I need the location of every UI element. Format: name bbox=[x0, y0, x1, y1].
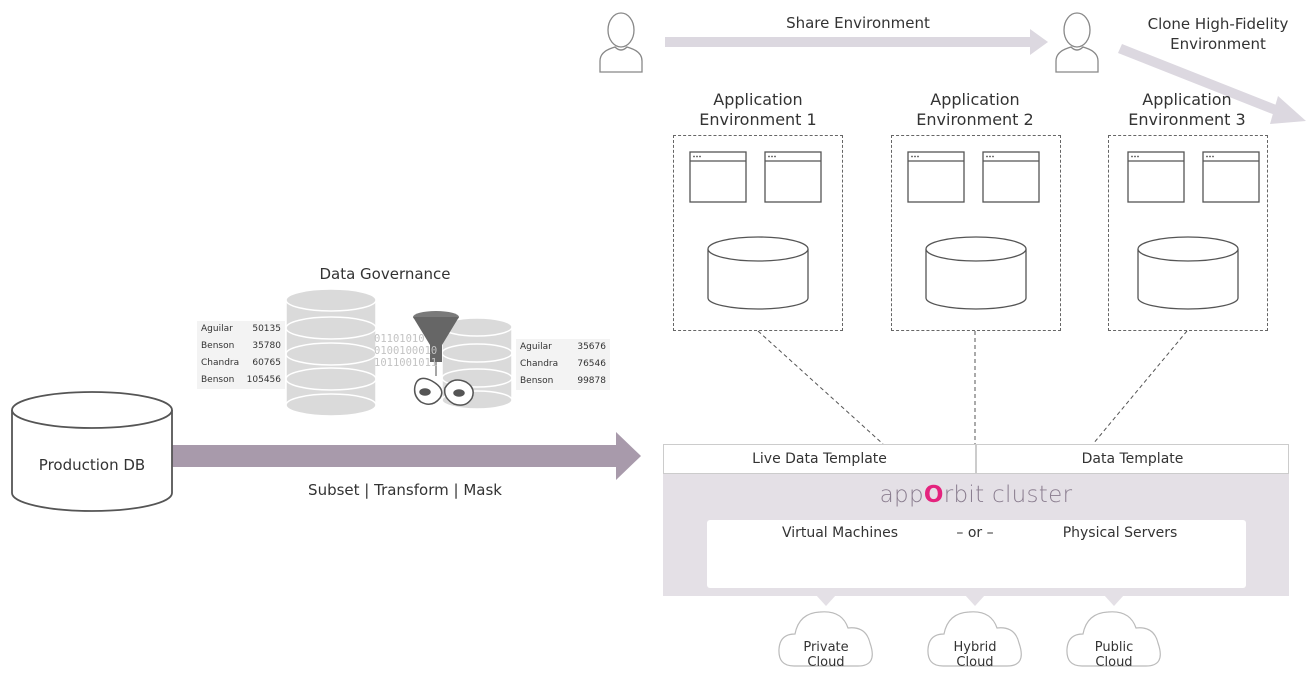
share-environment-label: Share Environment bbox=[786, 14, 930, 32]
user-icon-right bbox=[1055, 12, 1099, 73]
cloud-icon bbox=[927, 611, 1022, 667]
environment-1-box bbox=[673, 135, 843, 331]
pipeline-arrow bbox=[172, 432, 641, 480]
production-db-icon bbox=[11, 391, 173, 512]
clone-environment-label: Clone High-Fidelity Environment bbox=[1147, 15, 1289, 53]
source-db-stack-icon bbox=[285, 288, 377, 417]
database-icon bbox=[1137, 236, 1239, 310]
physical-servers-label: Physical Servers bbox=[1062, 525, 1178, 541]
environment-1-title: Application Environment 1 bbox=[699, 90, 817, 129]
environment-3-title: Application Environment 3 bbox=[1128, 90, 1246, 129]
data-governance-title: Data Governance bbox=[319, 265, 451, 283]
virtual-machines-label: Virtual Machines bbox=[781, 525, 899, 541]
window-icon bbox=[982, 151, 1040, 203]
env-connectors bbox=[757, 330, 1188, 445]
environment-2-box bbox=[891, 135, 1061, 331]
window-icon bbox=[1202, 151, 1260, 203]
cloud-icon bbox=[778, 611, 873, 667]
mask-icon bbox=[413, 377, 474, 406]
production-db-label: Production DB bbox=[38, 456, 146, 474]
share-arrow bbox=[665, 29, 1048, 55]
window-icon bbox=[689, 151, 747, 203]
data-template: Data Template bbox=[976, 444, 1289, 474]
environment-3-box bbox=[1108, 135, 1268, 331]
window-icon bbox=[764, 151, 822, 203]
user-icon-left bbox=[599, 12, 643, 73]
environment-2-title: Application Environment 2 bbox=[916, 90, 1034, 129]
binary-stream: 01101010 0100100010 1011001011 bbox=[374, 333, 438, 369]
database-icon bbox=[925, 236, 1027, 310]
cloud-connectors bbox=[816, 595, 1124, 606]
window-icon bbox=[1127, 151, 1185, 203]
cloud-icon bbox=[1066, 611, 1161, 667]
window-icon bbox=[907, 151, 965, 203]
infrastructure-panel bbox=[707, 520, 1246, 588]
funnel-icon bbox=[413, 311, 459, 376]
cluster-title: appOrbit cluster bbox=[879, 482, 1073, 508]
database-icon bbox=[707, 236, 809, 310]
clone-arrow bbox=[1118, 44, 1306, 124]
or-label: – or – bbox=[956, 525, 994, 541]
live-data-template: Live Data Template bbox=[663, 444, 976, 474]
pipeline-label: Subset | Transform | Mask bbox=[308, 481, 502, 499]
